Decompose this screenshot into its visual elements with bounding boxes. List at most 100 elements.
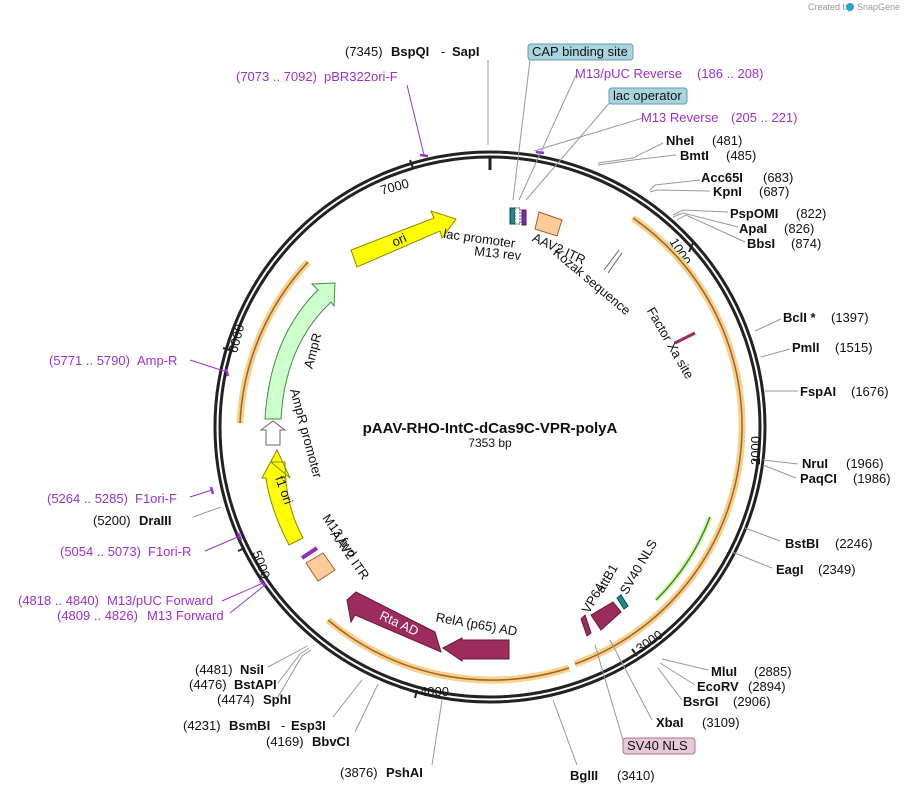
paqci-name[interactable]: PaqCI — [800, 471, 837, 486]
lac-promoter-marker[interactable] — [514, 207, 521, 225]
m13puc-fwd-leader — [221, 582, 264, 602]
factor-xa-marker[interactable] — [674, 331, 696, 345]
kozak-marker[interactable] — [603, 249, 623, 274]
m13puc-rev-name[interactable]: M13/pUC Reverse — [575, 66, 682, 81]
fspai-name[interactable]: FspAI — [800, 384, 836, 399]
plasmid-name: pAAV-RHO-IntC-dCas9C-VPR-polyA — [363, 420, 618, 437]
fspai-pos: (1676) — [851, 384, 889, 399]
mlui-leader — [661, 658, 709, 671]
kpni-pos: (687) — [759, 184, 789, 199]
bsmbi-name[interactable]: BsmBI — [229, 718, 270, 733]
pshai-name[interactable]: PshAI — [386, 765, 423, 780]
xbai-leader — [609, 639, 653, 721]
bsmbi-pos: (4231) — [183, 718, 221, 733]
bbsi-pos: (874) — [791, 236, 821, 251]
acc65i-name[interactable]: Acc65I — [701, 170, 743, 185]
ampr-arrow[interactable] — [264, 282, 336, 420]
ecorv-pos: (2894) — [748, 679, 786, 694]
ori-arrow[interactable] — [350, 210, 457, 268]
nrui-leader — [762, 459, 799, 465]
m13-rev-leader — [533, 117, 644, 152]
ecorv-name[interactable]: EcoRV — [697, 679, 739, 694]
plasmid-length: 7353 bp — [468, 436, 512, 450]
ampr-primer-mark — [224, 368, 230, 377]
bbvci-name[interactable]: BbvCI — [312, 734, 350, 749]
bglii-leader — [552, 699, 578, 766]
mlui-name[interactable]: MluI — [711, 664, 737, 679]
bstapi-name[interactable]: BstAPI — [234, 677, 277, 692]
lac-operator-marker[interactable] — [509, 207, 516, 225]
pmli-name[interactable]: PmlI — [792, 340, 819, 355]
apai-name[interactable]: ApaI — [739, 221, 767, 236]
bsrgi-pos: (2906) — [733, 694, 771, 709]
bsmbi-leader — [332, 679, 363, 718]
bglii-name[interactable]: BglII — [570, 768, 598, 783]
eagi-leader — [731, 551, 773, 569]
ampr-promoter-arrow[interactable] — [259, 420, 287, 446]
aav2-itr-top-box[interactable] — [534, 211, 563, 237]
f1ori-r-name[interactable]: F1ori-R — [148, 544, 191, 559]
f1ori-f-name[interactable]: F1ori-F — [135, 491, 177, 506]
rela-label: RelA (p65) AD — [435, 610, 519, 639]
green-orf-arc — [655, 516, 711, 601]
cap-box[interactable] — [527, 43, 634, 61]
draiii-pos: (5200) — [93, 513, 131, 528]
sv40-box[interactable] — [622, 737, 696, 755]
kpni-leader — [649, 189, 711, 193]
f1-ori-arrow[interactable] — [261, 448, 304, 546]
m13puc-rev-range: (186 .. 208) — [697, 66, 764, 81]
sphi-name[interactable]: SphI — [263, 692, 291, 707]
bmti-name[interactable]: BmtI — [680, 148, 709, 163]
pspomi-name[interactable]: PspOMI — [730, 206, 778, 221]
f1ori-f-mark — [209, 486, 215, 495]
bspqi-name[interactable]: BspQI — [391, 44, 429, 59]
sv40-nls-marker[interactable] — [616, 594, 629, 610]
m13-fwd-primer-name[interactable]: M13 Forward — [147, 608, 224, 623]
sphi-leader — [277, 649, 312, 698]
bmti-leader — [597, 154, 677, 166]
lacop-box[interactable] — [608, 87, 688, 105]
nrui-name[interactable]: NruI — [802, 456, 828, 471]
nhei-leader — [597, 142, 664, 164]
rela-ad-arrow[interactable] — [442, 637, 510, 662]
bstbi-leader — [744, 527, 781, 542]
bcli-pos: (1397) — [831, 310, 869, 325]
nrui-pos: (1966) — [846, 456, 884, 471]
vp64-arrow[interactable] — [590, 601, 622, 631]
m13puc-fwd-name[interactable]: M13/pUC Forward — [107, 593, 213, 608]
nhei-name[interactable]: NheI — [666, 133, 694, 148]
acc65i-pos: (683) — [763, 170, 793, 185]
m13-rev-marker[interactable] — [521, 209, 527, 226]
kpni-name[interactable]: KpnI — [713, 184, 742, 199]
m13-fwd-marker[interactable] — [300, 546, 319, 560]
m13-rev-primer-name[interactable]: M13 Reverse — [641, 110, 718, 125]
bsrgi-name[interactable]: BsrGI — [683, 694, 718, 709]
xbai-name[interactable]: XbaI — [656, 715, 683, 730]
bbsi-name[interactable]: BbsI — [747, 236, 775, 251]
m13-rev-label: M13 rev — [474, 243, 523, 263]
nsii-pos: (4481) — [195, 662, 233, 677]
ampr-primer-name[interactable]: Amp-R — [137, 353, 177, 368]
m13puc-fwd-range: (4818 .. 4840) — [18, 593, 99, 608]
tick-4000 — [414, 689, 418, 699]
m13-rev-mark — [535, 150, 545, 155]
bstbi-name[interactable]: BstBI — [785, 536, 819, 551]
draiii-name[interactable]: DraIII — [139, 513, 172, 528]
xbai-pos: (3109) — [702, 715, 740, 730]
nsii-name[interactable]: NsiI — [240, 662, 264, 677]
eagi-name[interactable]: EagI — [776, 562, 803, 577]
orf-arc-right — [574, 217, 743, 665]
esp3i-name[interactable]: Esp3I — [291, 718, 326, 733]
rta-ad-arrow[interactable] — [346, 591, 442, 653]
snapgene-logo-icon — [846, 3, 854, 11]
tick-label-4000: 4000 — [420, 684, 449, 699]
cap-leader — [512, 59, 531, 201]
sapi-name[interactable]: SapI — [452, 44, 479, 59]
bstbi-pos: (2246) — [835, 536, 873, 551]
attb1-marker[interactable] — [580, 614, 592, 637]
bcli-name[interactable]: BclI * — [783, 310, 816, 325]
pbr322-name[interactable]: pBR322ori-F — [324, 69, 398, 84]
aav2-itr-bottom-box[interactable] — [305, 552, 336, 582]
tick-6000 — [222, 347, 231, 351]
